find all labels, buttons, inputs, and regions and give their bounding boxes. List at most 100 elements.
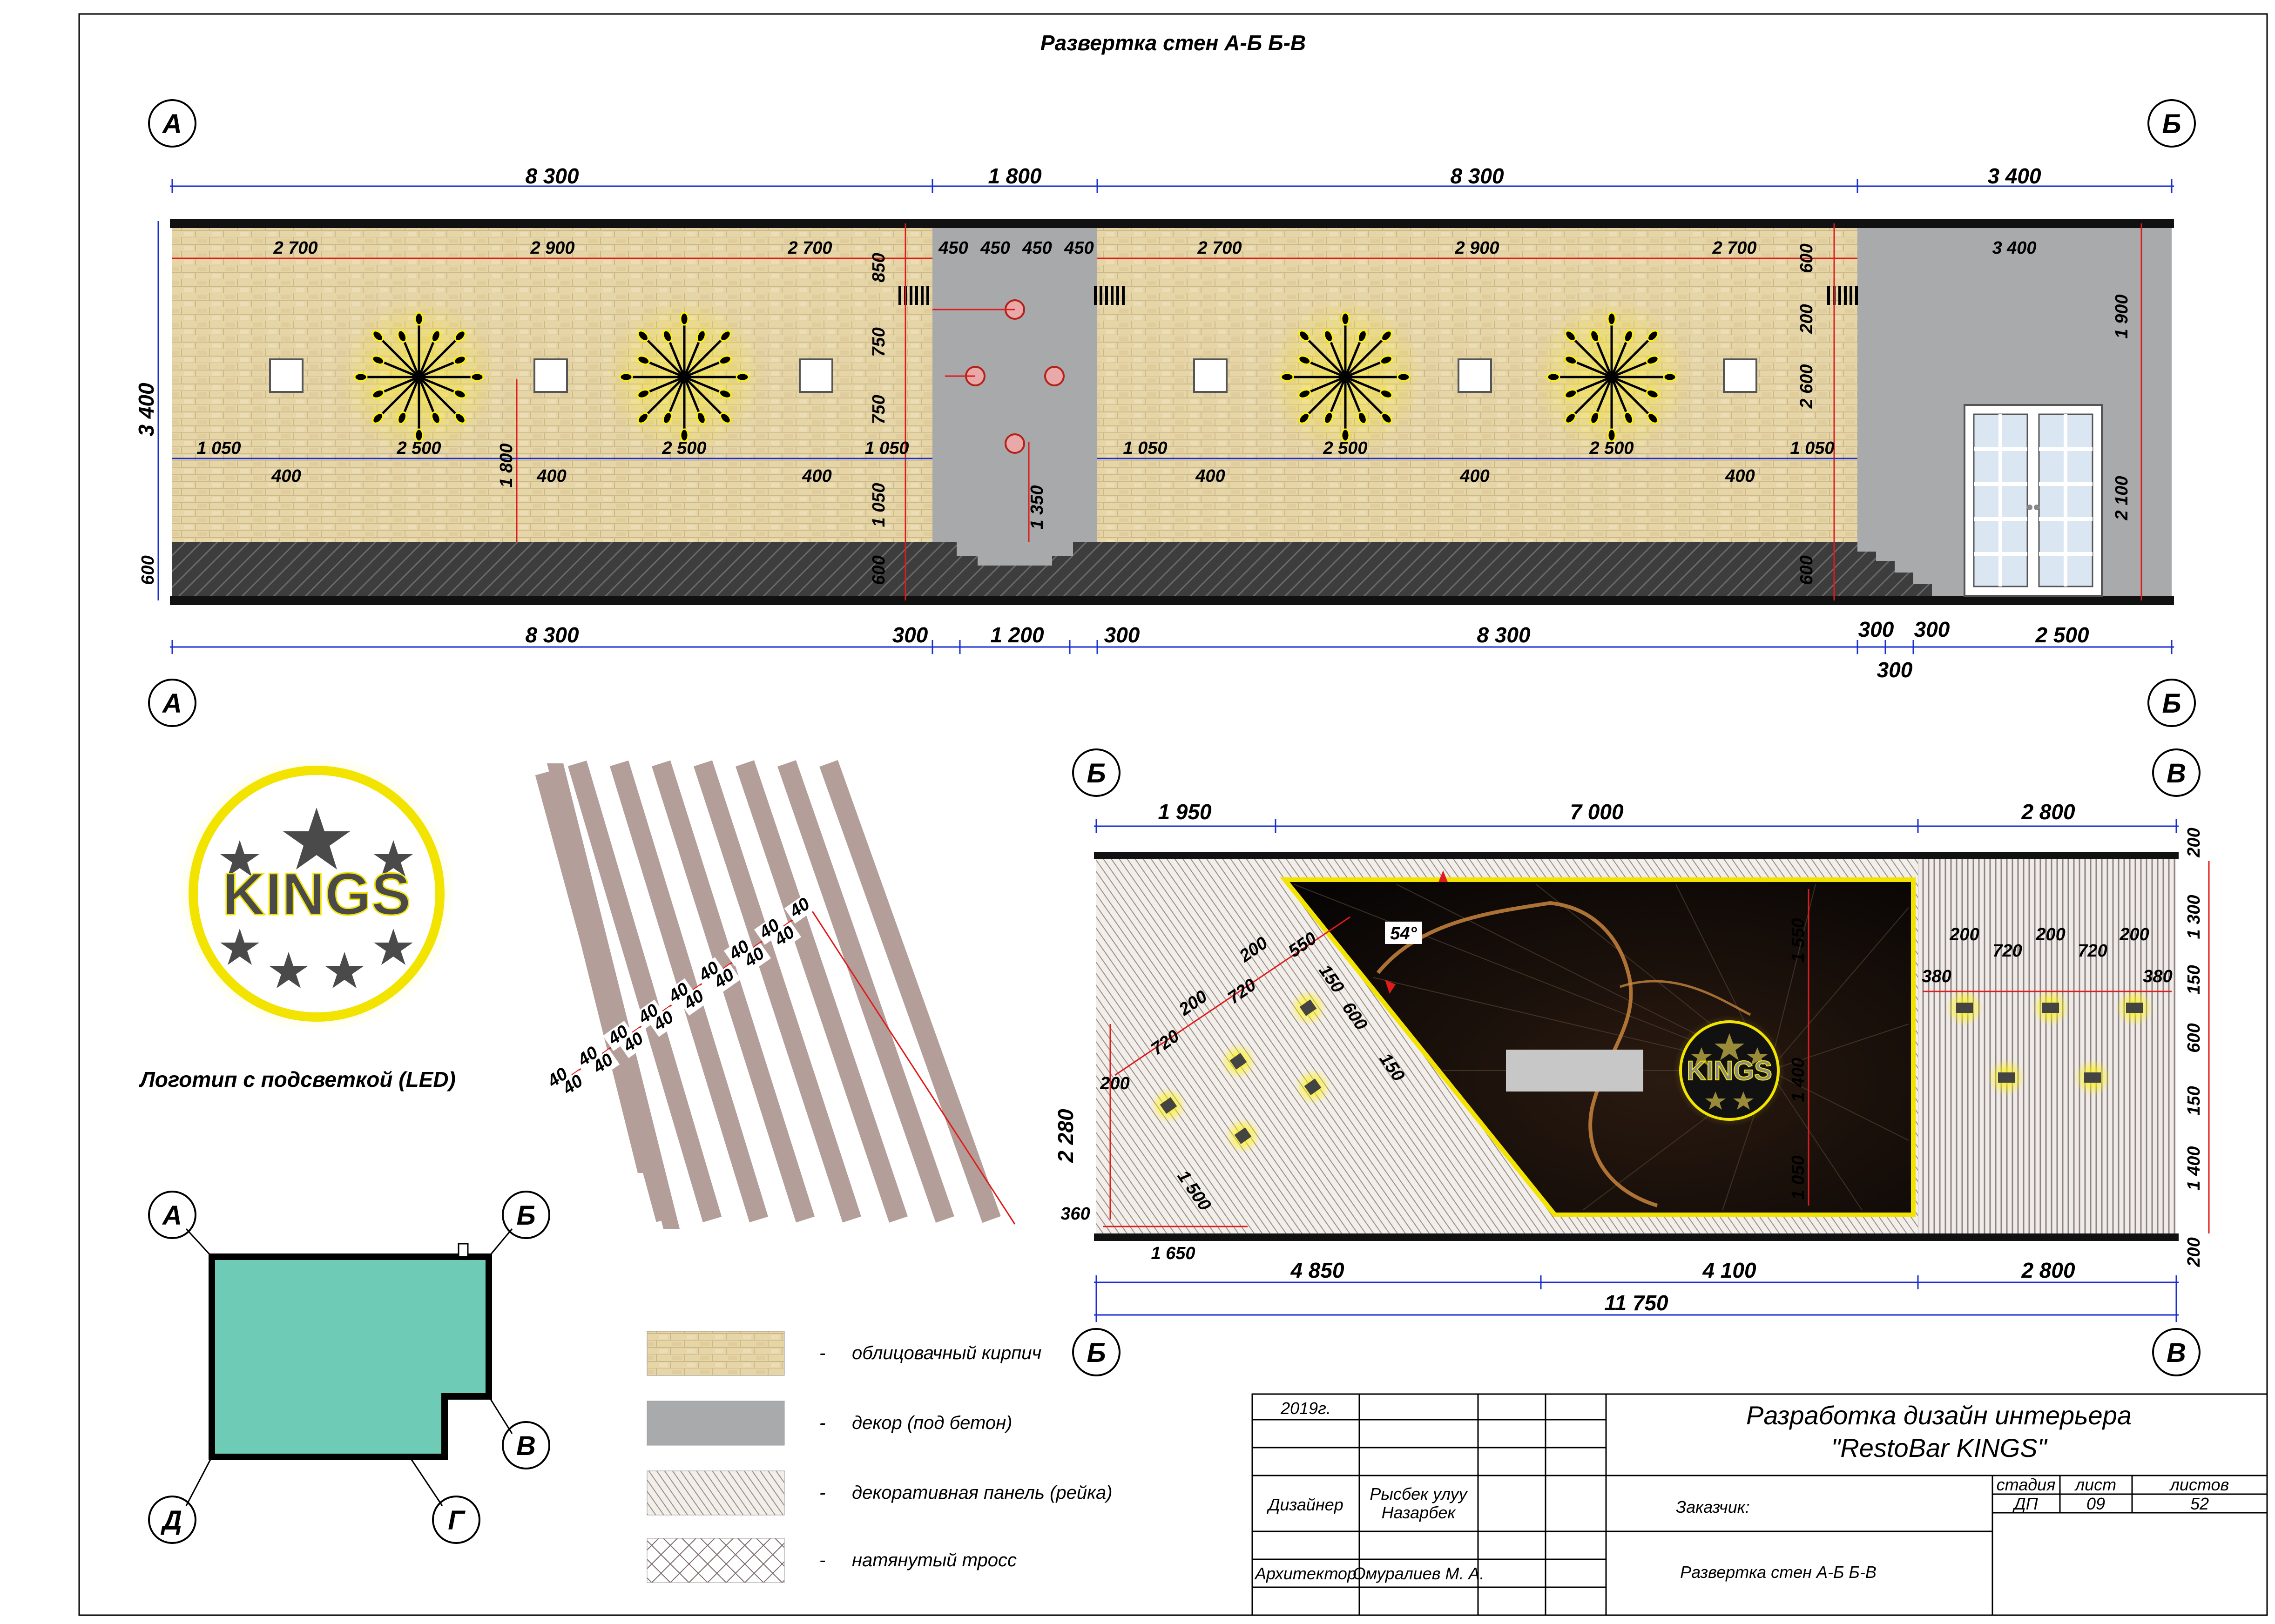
chandelier-bulb (397, 330, 407, 343)
svg-text:4 850: 4 850 (1290, 1258, 1344, 1282)
svg-text:-: - (819, 1413, 825, 1433)
chandelier-bulb (662, 411, 673, 425)
svg-text:1 050: 1 050 (1789, 1155, 1808, 1199)
tb-sheets: 52 (2190, 1494, 2209, 1513)
svg-text:1 050: 1 050 (869, 483, 889, 527)
svg-text:720: 720 (1992, 941, 2022, 961)
legend-swatch-concrete (647, 1401, 785, 1446)
svg-text:Б: Б (1087, 758, 1106, 788)
key-plan-room (209, 1253, 492, 1460)
tb-stage-header: стадия (1997, 1475, 2056, 1494)
svg-text:А: А (162, 688, 182, 719)
svg-text:600: 600 (138, 555, 158, 585)
chandelier-bulb (431, 330, 441, 343)
internal-dims-red (172, 223, 2142, 600)
floor-slab (170, 596, 2174, 605)
axis-v-top: В (2152, 748, 2201, 797)
logo-text: KINGS (222, 861, 411, 928)
ceiling-slab-bv (1094, 852, 2179, 859)
double-door (1964, 404, 2103, 597)
svg-text:2 500: 2 500 (2035, 623, 2089, 647)
svg-text:600: 600 (2184, 1023, 2204, 1052)
vent-grille-mid (1094, 286, 1125, 305)
chandelier-bulb (696, 411, 706, 425)
tb-year: 2019г. (1280, 1399, 1331, 1418)
legend-label-rope: натянутый тросс (852, 1550, 1017, 1570)
svg-text:3 400: 3 400 (134, 383, 158, 437)
svg-text:300: 300 (1104, 623, 1140, 647)
svg-text:-: - (819, 1343, 825, 1363)
chandelier-bulb (1646, 389, 1659, 399)
svg-text:1 200: 1 200 (990, 623, 1044, 647)
legend-label-slat: декоративная панель (рейка) (852, 1482, 1113, 1503)
shelf-block (1506, 1050, 1643, 1092)
svg-text:Б: Б (2162, 688, 2181, 719)
chandelier-bulb (1381, 412, 1392, 424)
title-block (1251, 1393, 2268, 1616)
chandelier-bulb (1607, 312, 1616, 326)
chandelier-bulb (720, 330, 731, 342)
tb-project-line1: Разработка дизайн интерьера (1746, 1401, 2132, 1430)
svg-text:450: 450 (1064, 238, 1094, 258)
chandelier-bulb (1298, 330, 1310, 342)
key-plan: А Б В Г Д (148, 1191, 550, 1544)
chandelier-bulb (414, 312, 424, 326)
svg-text:2 800: 2 800 (2021, 800, 2075, 824)
svg-text:11 750: 11 750 (1604, 1291, 1668, 1315)
svg-text:150: 150 (2184, 1086, 2204, 1115)
chandelier-bulb (354, 372, 368, 382)
svg-text:300: 300 (892, 623, 928, 647)
chandelier-bulb (454, 412, 466, 424)
chandelier-bulb (1379, 389, 1393, 399)
svg-text:200: 200 (2184, 1237, 2204, 1267)
light-line (1376, 901, 1658, 1207)
svg-text:1 650: 1 650 (1151, 1244, 1195, 1263)
svg-text:450: 450 (1022, 238, 1052, 258)
tb-stage: ДП (2012, 1494, 2038, 1513)
svg-text:400: 400 (802, 466, 831, 486)
axis-a-plan: А (148, 1191, 196, 1239)
slat-panel-right (1918, 856, 2176, 1238)
chandelier-bulb (372, 330, 384, 342)
svg-text:В: В (2167, 758, 2186, 788)
svg-text:7 000: 7 000 (1570, 800, 1624, 824)
svg-text:2 800: 2 800 (2021, 1258, 2075, 1282)
chandelier-bulb (680, 428, 689, 442)
tb-designer-name1: Рысбек улуу (1370, 1484, 1468, 1503)
tb-sheet-header: лист (2074, 1475, 2116, 1494)
tb-sheets-header: листов (2169, 1475, 2229, 1494)
svg-text:1 050: 1 050 (864, 438, 909, 458)
logo-stars (220, 808, 413, 988)
chandelier-bulb (1646, 355, 1659, 365)
svg-text:200: 200 (1100, 1074, 1129, 1093)
svg-text:360: 360 (1060, 1204, 1090, 1224)
chandelier-bulb (1607, 428, 1616, 442)
chandelier-4 (1532, 298, 1691, 456)
svg-text:2 500: 2 500 (1323, 438, 1367, 458)
chandelier-bulb (1564, 389, 1578, 399)
chandelier-3 (1266, 298, 1424, 456)
chandelier-bulb (1381, 330, 1392, 342)
tb-project-line2: "RestoBar KINGS" (1831, 1433, 2047, 1462)
svg-text:1 050: 1 050 (1123, 438, 1167, 458)
svg-text:Г: Г (448, 1505, 466, 1536)
wall-bv-elevation: Б В Б В 1 950 7 000 2 800 (1053, 748, 2210, 1376)
tb-designer-role: Дизайнер (1266, 1495, 1343, 1514)
chandelier-bulb (637, 355, 650, 365)
chandelier-bulb (397, 411, 407, 425)
axis-a-top: А (148, 99, 196, 148)
chandelier-bulb (371, 355, 385, 365)
chandelier-bulb (372, 412, 384, 424)
svg-text:200: 200 (2119, 925, 2149, 944)
svg-text:А: А (162, 1200, 182, 1231)
svg-text:1 350: 1 350 (1027, 485, 1047, 529)
chandelier-bulb (720, 412, 731, 424)
chandelier-bulb (718, 389, 732, 399)
svg-text:200: 200 (2035, 925, 2065, 944)
chandelier-bulb (1323, 330, 1334, 343)
svg-text:В: В (516, 1431, 536, 1461)
chandelier-bulb (1357, 330, 1367, 343)
legend-label-brick: облицовачный кирпич (852, 1343, 1041, 1363)
svg-text:750: 750 (869, 395, 889, 424)
chandelier-bulb (662, 330, 673, 343)
